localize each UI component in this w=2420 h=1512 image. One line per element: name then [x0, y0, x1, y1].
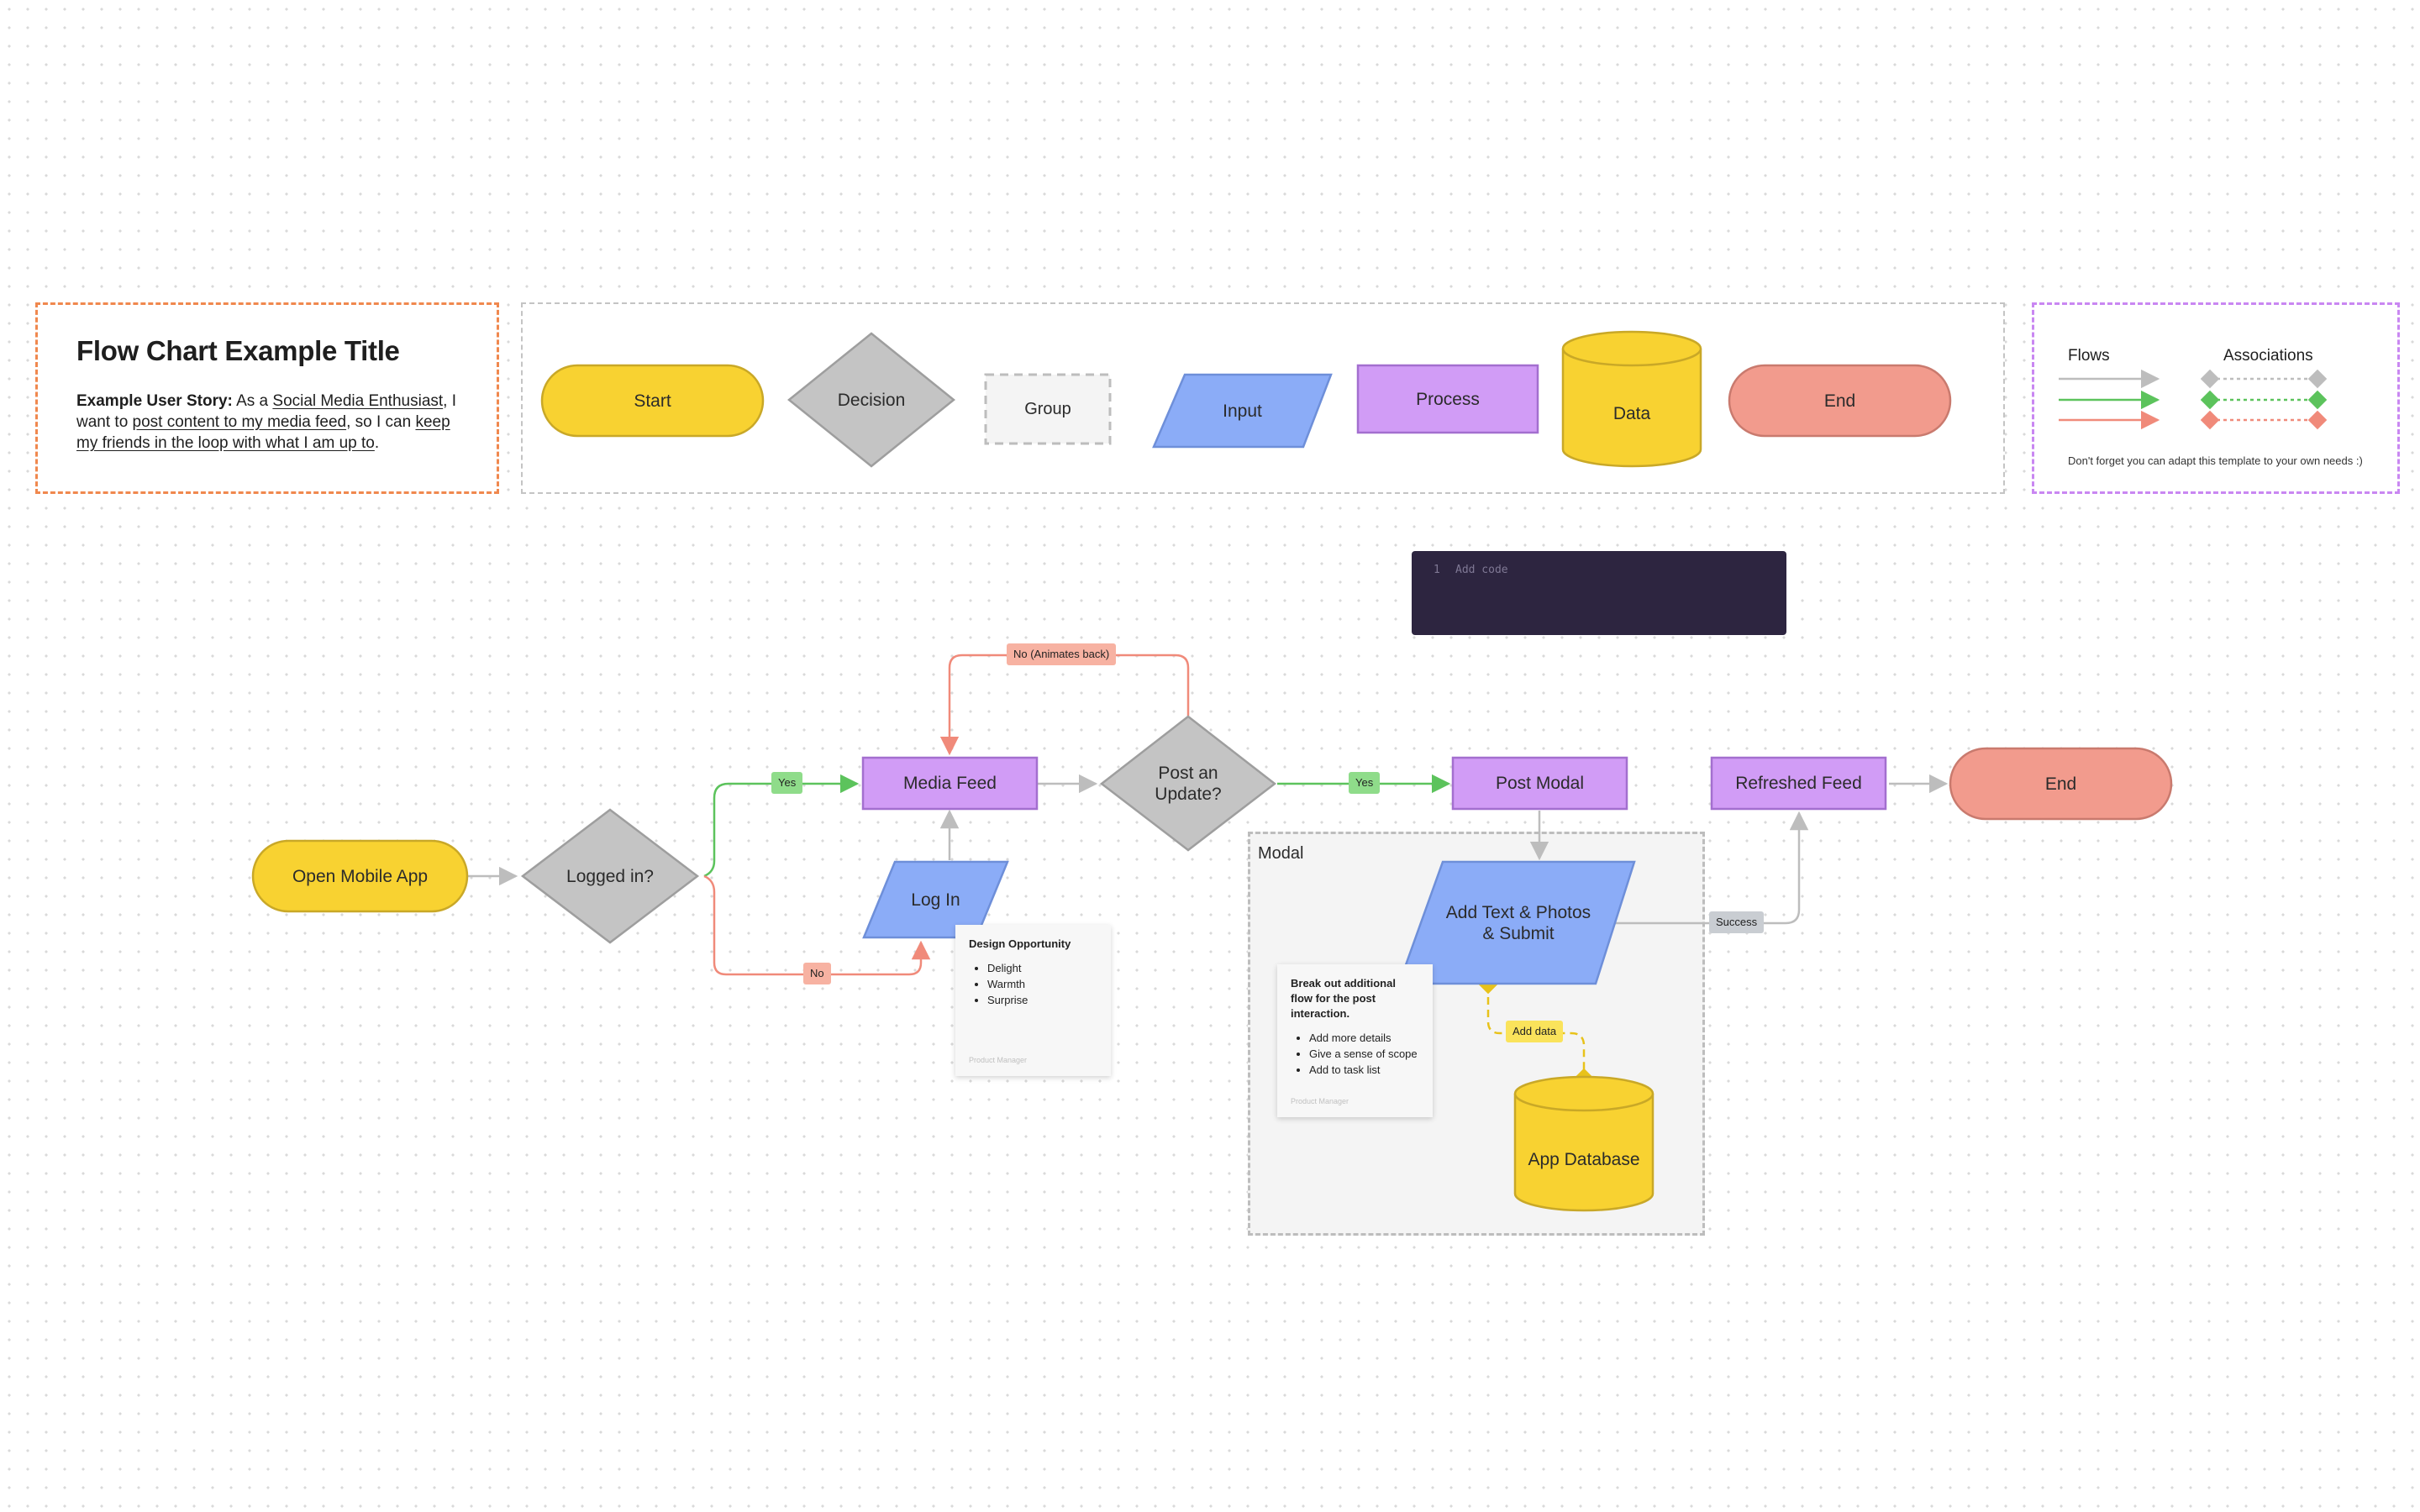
list-item: Surprise [987, 992, 1097, 1008]
connector-no-animates-back [939, 654, 1190, 756]
post-modal-node[interactable] [1451, 756, 1628, 811]
sticky-modal-note[interactable]: Break out additional flow for the post i… [1277, 964, 1433, 1117]
associations-label: Associations [2223, 347, 2313, 365]
story-text: , so I can [346, 413, 416, 431]
add-text-photos-node[interactable] [1397, 860, 1636, 985]
story-benefit: keep my friends in the loop with what I … [76, 413, 450, 452]
sticky-design-opportunity[interactable]: Design Opportunity Delight Warmth Surpri… [955, 925, 1111, 1076]
edge-label-yes: Yes [771, 772, 803, 794]
story-text: . [374, 434, 380, 452]
end-node[interactable] [1949, 747, 2173, 821]
sticky-list: Delight Warmth Surprise [969, 960, 1097, 1008]
template-note: Don't forget you can adapt this template… [2068, 454, 2363, 467]
connector-no-to-login [703, 874, 931, 976]
sticky-title: Break out additional flow for the post i… [1291, 977, 1396, 1020]
edge-label-yes: Yes [1349, 772, 1381, 794]
list-item: Delight [987, 960, 1097, 976]
title-card: Flow Chart Example Title Example User St… [35, 302, 499, 494]
edge-label-no: No [803, 963, 831, 984]
code-placeholder[interactable]: Add code [1455, 564, 1508, 576]
legend-process-shape[interactable] [1356, 364, 1539, 434]
sticky-author: Product Manager [1291, 1097, 1349, 1105]
story-label: Example User Story: [76, 392, 233, 410]
refreshed-feed-node[interactable] [1710, 756, 1887, 811]
legend-start-shape[interactable] [540, 364, 765, 438]
code-block[interactable]: 1 Add code [1412, 551, 1786, 635]
connector-yes-to-media-feed [703, 774, 860, 878]
legend-decision-shape[interactable] [787, 332, 955, 468]
story-text: , I want to [76, 392, 457, 431]
connector-success-to-refreshed [1615, 811, 1809, 925]
list-item: Add to task list [1309, 1062, 1419, 1078]
open-mobile-app-node[interactable] [251, 839, 469, 913]
code-line-number: 1 [1434, 564, 1440, 576]
post-update-node[interactable] [1099, 715, 1277, 852]
sticky-author: Product Manager [969, 1056, 1028, 1064]
story-text: As a [232, 392, 273, 410]
edge-label-no-animates-back: No (Animates back) [1007, 643, 1117, 665]
user-story: Example User Story: As a Social Media En… [76, 391, 463, 454]
story-role: Social Media Enthusiast [272, 392, 444, 410]
app-database-node[interactable] [1513, 1075, 1655, 1212]
logged-in-node[interactable] [520, 808, 700, 944]
legend-end-shape[interactable] [1728, 364, 1952, 438]
legend-data-shape[interactable] [1561, 330, 1702, 468]
modal-group-label: Modal [1258, 844, 1304, 863]
page-title: Flow Chart Example Title [76, 335, 400, 366]
legend-input-shape[interactable] [1152, 373, 1333, 449]
list-item: Give a sense of scope [1309, 1046, 1419, 1062]
sticky-title: Design Opportunity [969, 937, 1071, 950]
legend-group-shape[interactable] [984, 373, 1112, 445]
sticky-list: Add more details Give a sense of scope A… [1291, 1030, 1419, 1078]
edge-label-success: Success [1709, 911, 1765, 933]
flows-label: Flows [2068, 347, 2110, 365]
media-feed-node[interactable] [861, 756, 1039, 811]
edge-label-add-data: Add data [1506, 1021, 1564, 1042]
list-item: Warmth [987, 976, 1097, 992]
list-item: Add more details [1309, 1030, 1419, 1046]
story-goal: post content to my media feed [132, 413, 347, 431]
